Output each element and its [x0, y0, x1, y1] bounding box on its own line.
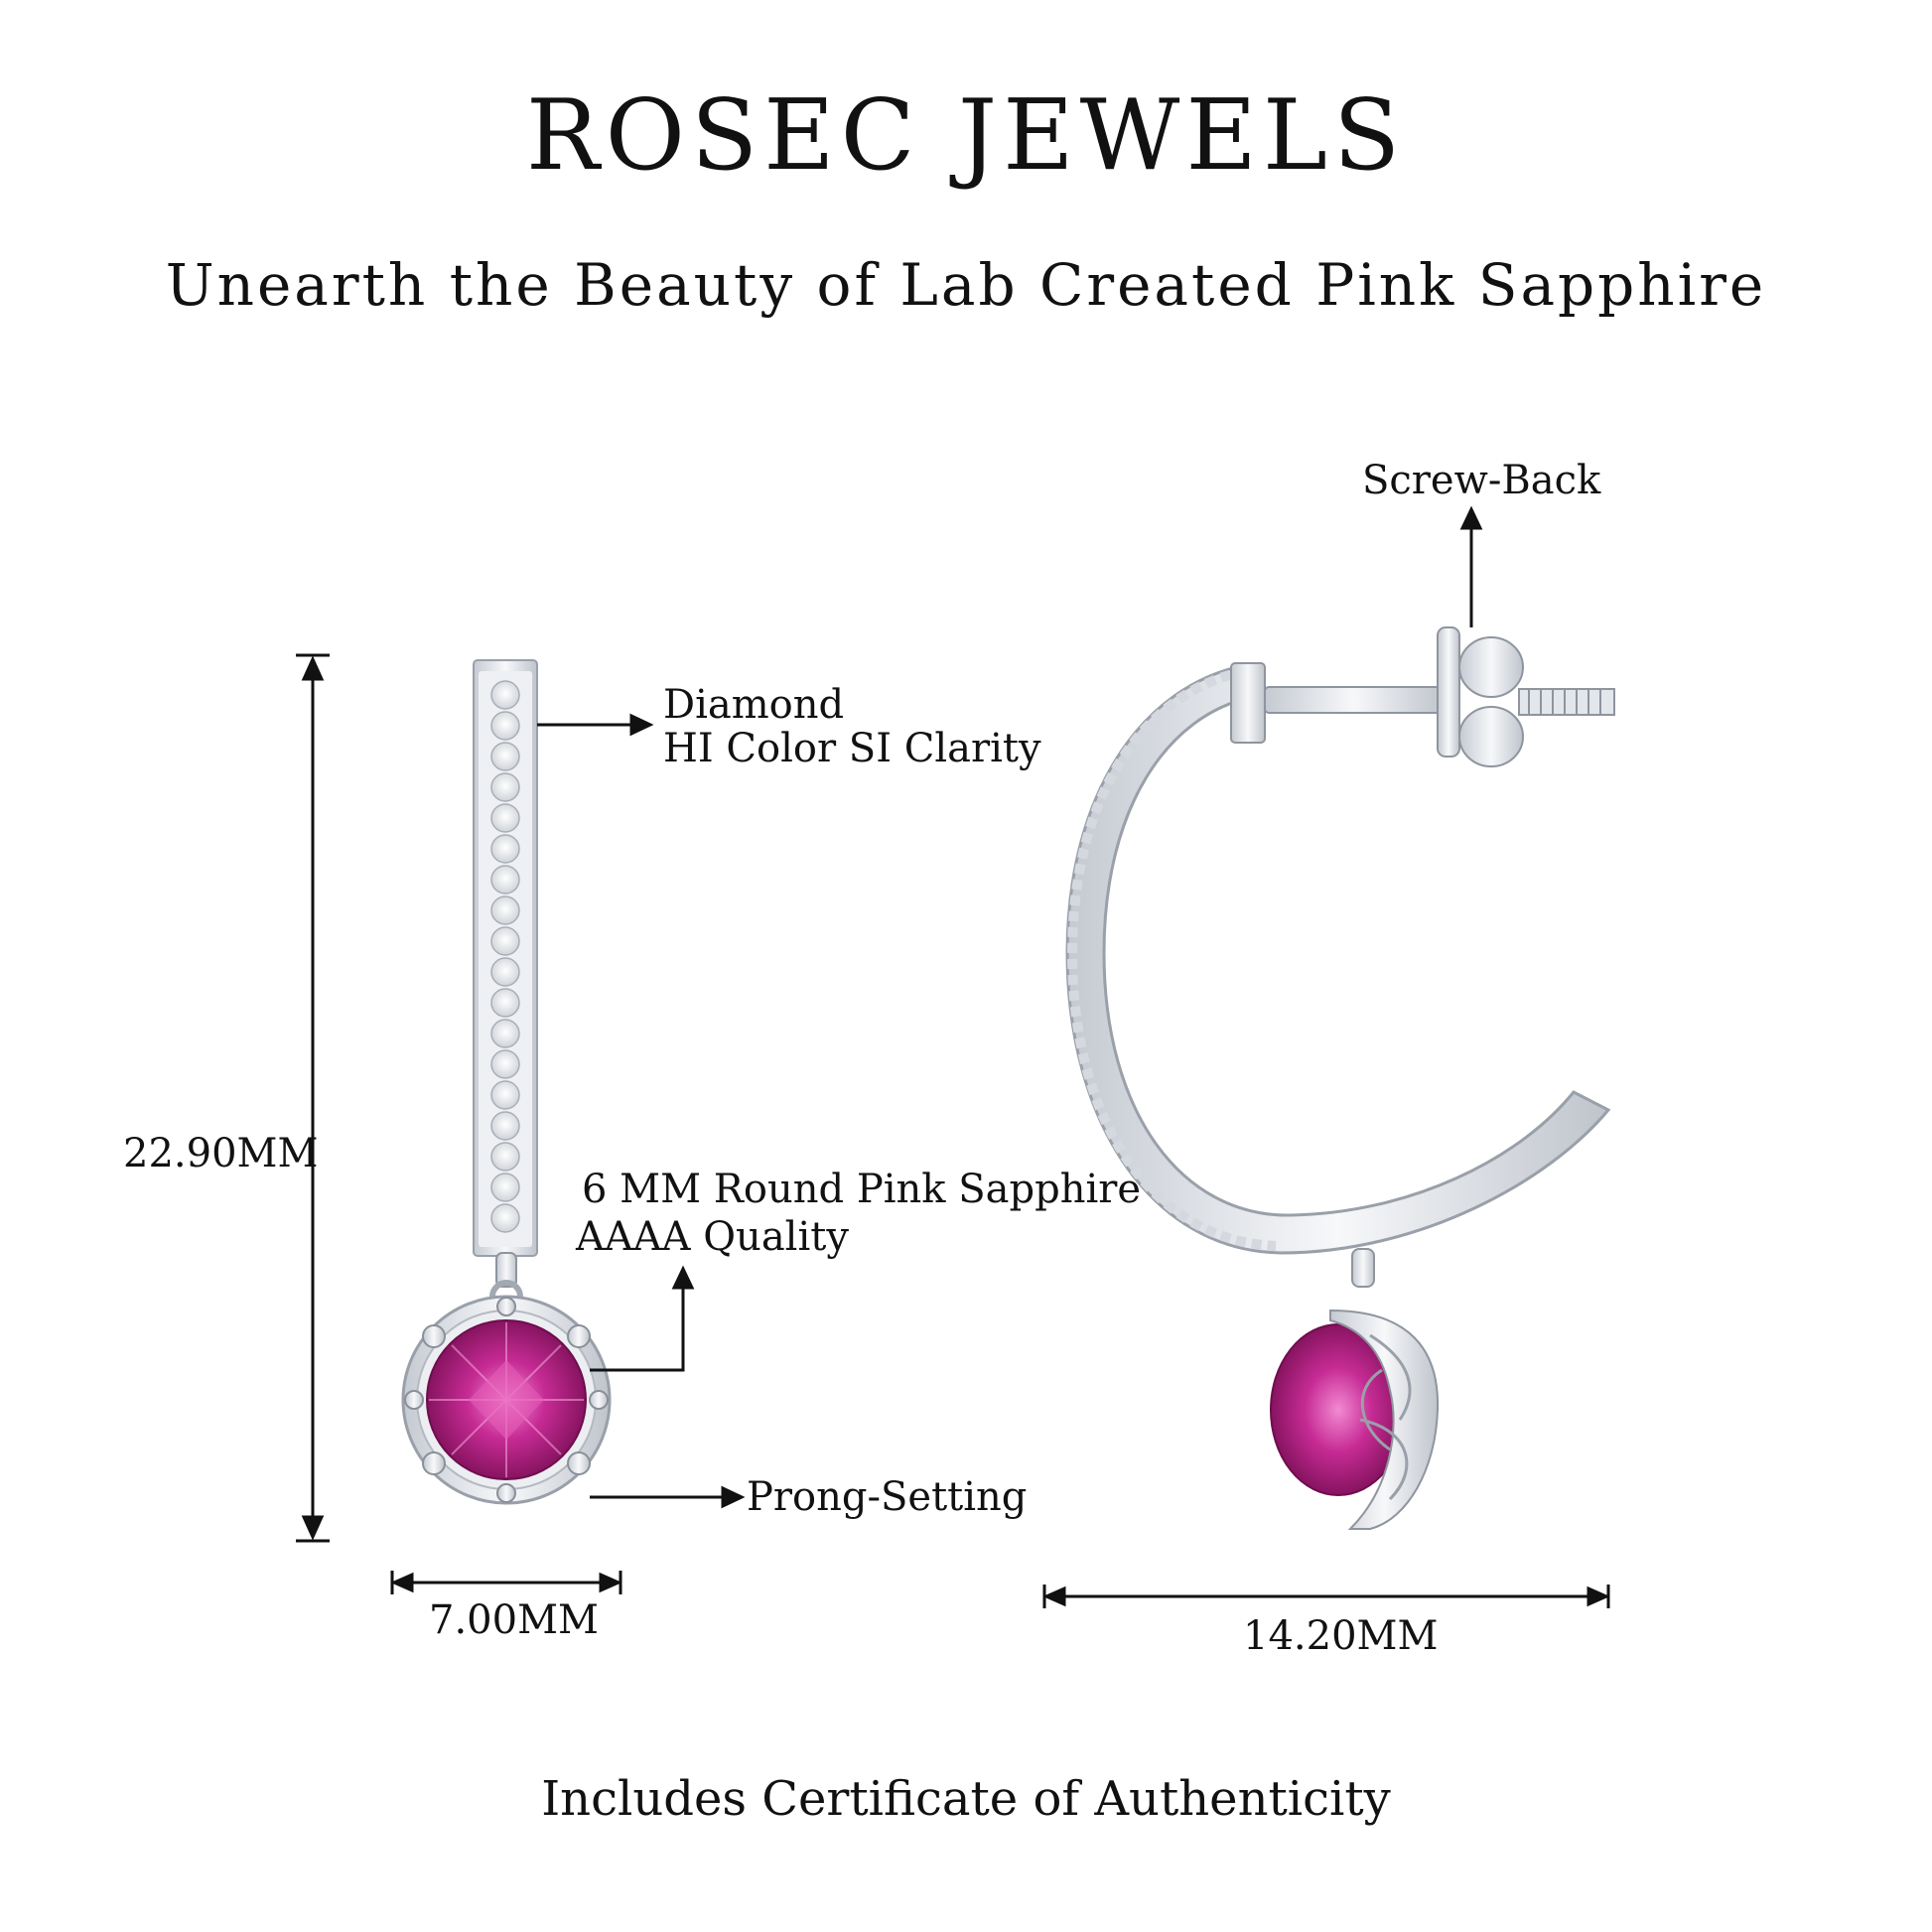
side-width-dimension-label: 14.20MM [1243, 1613, 1439, 1659]
pave-diamond [490, 1111, 520, 1141]
pave-diamond [490, 680, 520, 710]
pave-diamond [490, 1203, 520, 1233]
pave-diamond [490, 1173, 520, 1202]
pave-diamond [490, 803, 520, 833]
diamond-title-label: Diamond [663, 682, 845, 728]
pave-diamond [490, 711, 520, 741]
height-dimension-label: 22.90MM [123, 1131, 319, 1176]
diamond-pave-row [490, 680, 520, 1233]
pave-diamond [490, 834, 520, 864]
pave-diamond [490, 1049, 520, 1079]
prong-setting-label: Prong-Setting [747, 1474, 1028, 1520]
prong-pointer-arrow [590, 1485, 746, 1509]
side-width-dimension-line [1042, 1585, 1610, 1608]
screw-back-pointer-arrow [1459, 505, 1483, 627]
pave-diamond [490, 742, 520, 771]
certificate-note: Includes Certificate of Authenticity [541, 1771, 1391, 1827]
prongs [404, 1297, 609, 1503]
pave-diamond [490, 896, 520, 925]
front-view-earring [401, 659, 612, 1505]
pave-diamond [490, 988, 520, 1018]
pave-diamond [490, 1019, 520, 1048]
pave-diamond [490, 865, 520, 895]
pave-diamond [490, 926, 520, 956]
sapphire-pointer-arrow [590, 1265, 695, 1372]
pave-diamond [490, 957, 520, 987]
pave-diamond [490, 1142, 520, 1172]
sapphire-quality-label: AAAA Quality [576, 1214, 849, 1260]
screw-back-disc [1437, 626, 1460, 758]
pave-diamond [490, 1080, 520, 1110]
sapphire-title-label: 6 MM Round Pink Sapphire [582, 1167, 1142, 1212]
diamond-spec-label: HI Color SI Clarity [663, 726, 1041, 771]
diamond-pointer-arrow [537, 713, 654, 737]
screw-back-label: Screw-Back [1362, 458, 1601, 503]
brand-title: ROSEC JEWELS [525, 79, 1407, 193]
side-view-earring [1065, 626, 1615, 1530]
pave-diamond [490, 772, 520, 802]
height-dimension-line [296, 653, 330, 1543]
tagline: Unearth the Beauty of Lab Created Pink S… [165, 251, 1767, 319]
front-width-dimension-label: 7.00MM [429, 1597, 599, 1643]
front-width-dimension-line [390, 1571, 622, 1594]
